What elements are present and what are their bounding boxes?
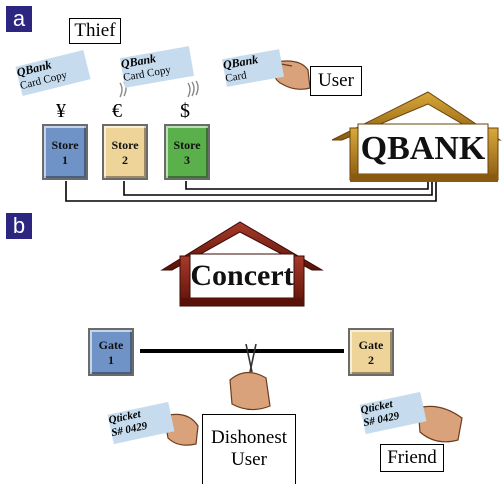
gate-2: Gate 2	[348, 328, 394, 376]
dishonest-label-line1: Dishonest	[211, 427, 287, 448]
thief-label: Thief	[69, 18, 121, 44]
store-label: Store	[51, 138, 79, 152]
store-3: Store 3	[164, 124, 210, 180]
store-label: Store	[173, 138, 201, 152]
yen-symbol: ¥	[56, 100, 66, 122]
store-number: 3	[184, 153, 190, 167]
bank-name: QBANK	[360, 130, 486, 167]
store-label: Store	[111, 138, 139, 152]
gate-1: Gate 1	[88, 328, 134, 376]
user-label: User	[310, 66, 362, 96]
card-sub: Card	[224, 69, 248, 85]
panel-label-b: b	[6, 213, 32, 239]
panel-label-a: a	[6, 6, 32, 32]
venue-name: Concert	[190, 259, 294, 292]
store-bank-wires	[65, 181, 437, 202]
euro-symbol: €	[112, 100, 122, 122]
dishonest-hand-icon	[229, 371, 271, 411]
concert-building-icon	[160, 221, 324, 307]
dishonest-label-line2: User	[231, 449, 267, 470]
store-2: Store 2	[102, 124, 148, 180]
bank-building-icon	[331, 91, 502, 182]
ticket-hand-right-icon	[417, 405, 463, 443]
dollar-symbol: $	[180, 100, 190, 122]
gate-label: Gate	[358, 338, 384, 352]
store-number: 1	[62, 153, 68, 167]
gate-number: 2	[368, 353, 374, 367]
dishonest-user-label: Dishonest User	[202, 414, 296, 484]
gate-label: Gate	[98, 338, 124, 352]
friend-label: Friend	[380, 444, 444, 472]
store-1: Store 1	[42, 124, 88, 180]
store-number: 2	[122, 153, 128, 167]
gate-number: 1	[108, 353, 114, 367]
